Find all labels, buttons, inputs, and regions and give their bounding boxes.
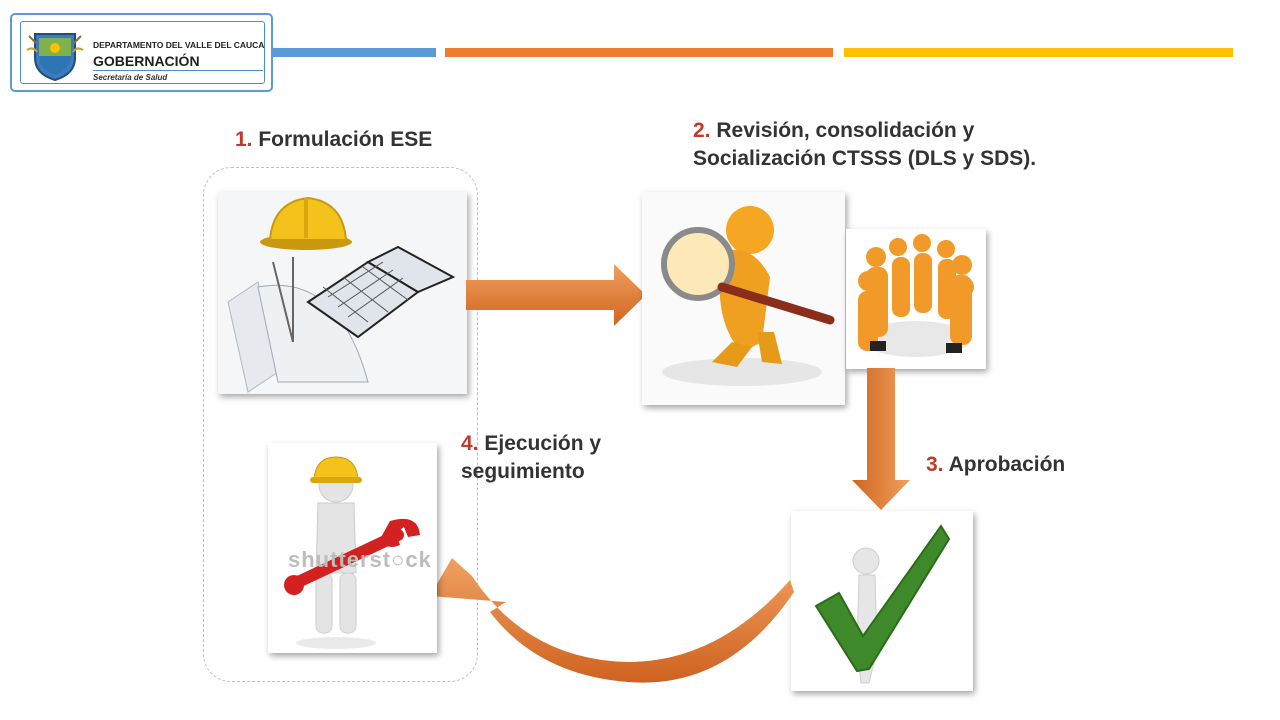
coat-of-arms-icon	[26, 33, 84, 82]
header-bar-blue	[273, 48, 436, 57]
step-2-text-line1: Revisión, consolidación y	[716, 119, 975, 142]
step-2-label: 2. Revisión, consolidación y Socializaci…	[693, 117, 1036, 173]
team-image	[846, 229, 986, 369]
worker-image: shutterst○ck	[268, 443, 437, 653]
team-circle-illustration	[846, 229, 986, 369]
logo-inner: DEPARTAMENTO DEL VALLE DEL CAUCA GOBERNA…	[20, 21, 265, 84]
blueprint-image	[218, 192, 467, 394]
org-name-line1: DEPARTAMENTO DEL VALLE DEL CAUCA	[93, 40, 265, 50]
group-outline	[203, 167, 478, 682]
step-1-text: Formulación ESE	[258, 128, 433, 151]
step-1-label: 1. Formulación ESE	[235, 126, 432, 154]
step-4-number: 4.	[461, 432, 479, 455]
step-3-label: 3. Aprobación	[926, 451, 1065, 479]
step-4-text-line2: seguimiento	[461, 460, 585, 483]
org-name-line2: GOBERNACIÓN	[93, 53, 200, 69]
step-3-text: Aprobación	[948, 453, 1066, 476]
inspector-image	[642, 192, 845, 405]
blueprint-illustration	[218, 192, 467, 394]
org-name-line3: Secretaría de Salud	[93, 73, 168, 82]
logo-divider	[93, 70, 263, 71]
step-2-text-line2: Socialización CTSSS (DLS y SDS).	[693, 147, 1037, 170]
step-1-number: 1.	[235, 128, 253, 151]
step-4-label: 4. Ejecución y seguimiento	[461, 430, 601, 486]
magnifier-figure-illustration	[642, 192, 845, 405]
step-3-number: 3.	[926, 453, 944, 476]
header-bar-yellow	[844, 48, 1233, 57]
approval-image	[791, 511, 973, 691]
step-4-text-line1: Ejecución y	[484, 432, 602, 455]
stock-watermark: shutterst○ck	[288, 547, 432, 572]
checkmark-figure-illustration	[791, 511, 973, 691]
worker-wrench-illustration	[268, 443, 437, 653]
arrow-right-icon	[466, 264, 646, 326]
header-bar-orange	[445, 48, 833, 57]
curved-arrow-icon	[430, 558, 794, 683]
logo-frame: DEPARTAMENTO DEL VALLE DEL CAUCA GOBERNA…	[10, 13, 273, 92]
step-2-number: 2.	[693, 119, 711, 142]
arrow-down-icon	[852, 368, 910, 510]
